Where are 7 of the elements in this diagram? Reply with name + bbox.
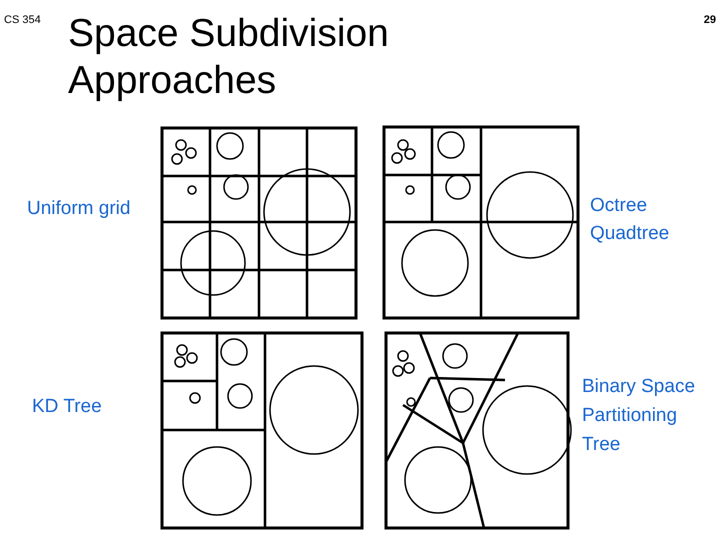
method-label: KD Tree <box>32 396 102 418</box>
slide-title: Space Subdivision Approaches <box>68 11 390 104</box>
method-label: Octree Quadtree <box>590 194 670 246</box>
course-code: CS 354 <box>4 14 41 26</box>
method-label: Uniform grid <box>27 198 130 220</box>
method-label: Binary Space Partitioning Tree <box>582 375 696 457</box>
page-number: 29 <box>704 14 716 26</box>
